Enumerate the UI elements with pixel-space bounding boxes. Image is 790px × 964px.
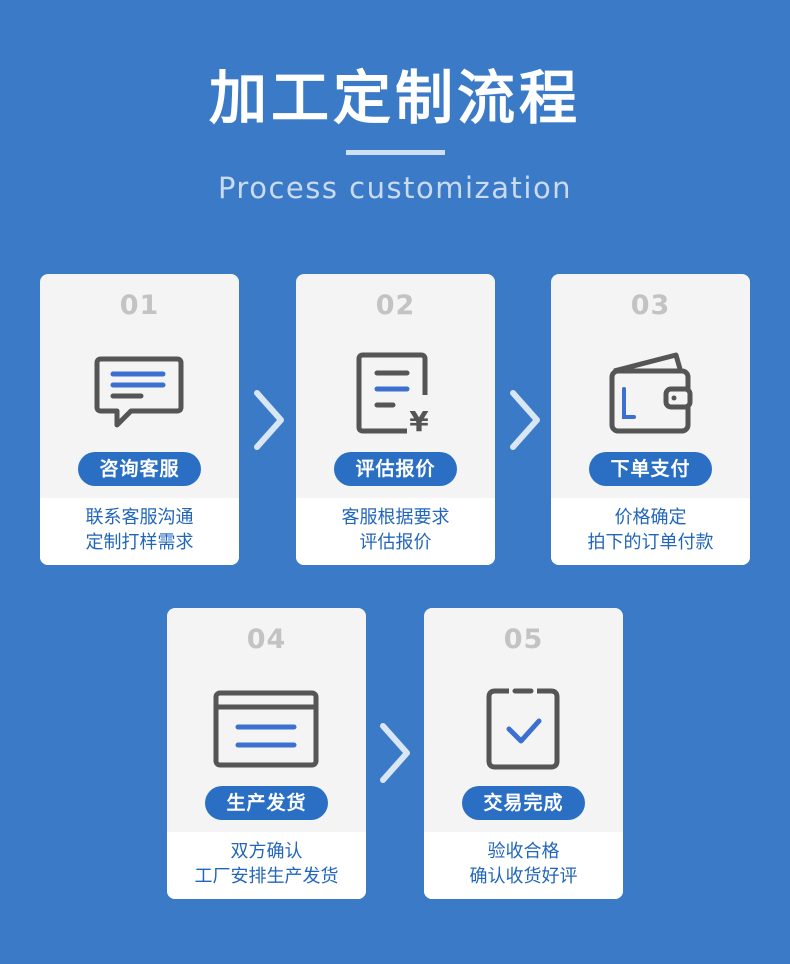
step-description: 验收合格 确认收货好评 (424, 832, 623, 899)
wallet-icon (600, 349, 700, 439)
step-label: 交易完成 (462, 786, 585, 820)
step-description: 客服根据要求 评估报价 (296, 498, 495, 565)
page-title: 加工定制流程 (208, 64, 581, 132)
step-label: 咨询客服 (78, 452, 201, 486)
chevron-right-icon (375, 718, 415, 788)
svg-text:¥: ¥ (409, 405, 429, 438)
step-description: 价格确定 拍下的订单付款 (551, 498, 750, 565)
step-label: 生产发货 (205, 786, 328, 820)
production-window-icon (210, 683, 322, 773)
step-card-04: 04 生产发货 双方确认 工厂安排生产发货 (167, 608, 366, 899)
step-card-02: 02 ¥ 评估报价 客服根据要求 评估报价 (296, 274, 495, 565)
chevron-right-icon (505, 385, 545, 455)
step-number: 05 (503, 624, 544, 655)
chevron-right-icon (249, 385, 289, 455)
step-number: 01 (119, 290, 160, 321)
step-number: 03 (630, 290, 671, 321)
step-description: 双方确认 工厂安排生产发货 (167, 832, 366, 899)
step-label: 评估报价 (334, 452, 457, 486)
chat-bubble-icon (89, 349, 189, 439)
step-description: 联系客服沟通 定制打样需求 (40, 498, 239, 565)
step-label: 下单支付 (589, 452, 712, 486)
step-card-01: 01 咨询客服 联系客服沟通 定制打样需求 (40, 274, 239, 565)
step-card-03: 03 下单支付 价格确定 拍下的订单付款 (551, 274, 750, 565)
checklist-done-icon (473, 683, 573, 773)
step-number: 04 (246, 624, 287, 655)
step-card-05: 05 交易完成 验收合格 确认收货好评 (424, 608, 623, 899)
page-subtitle: Process customization (217, 171, 573, 205)
step-number: 02 (375, 290, 416, 321)
title-divider (346, 150, 445, 155)
quote-document-icon: ¥ (345, 349, 445, 439)
